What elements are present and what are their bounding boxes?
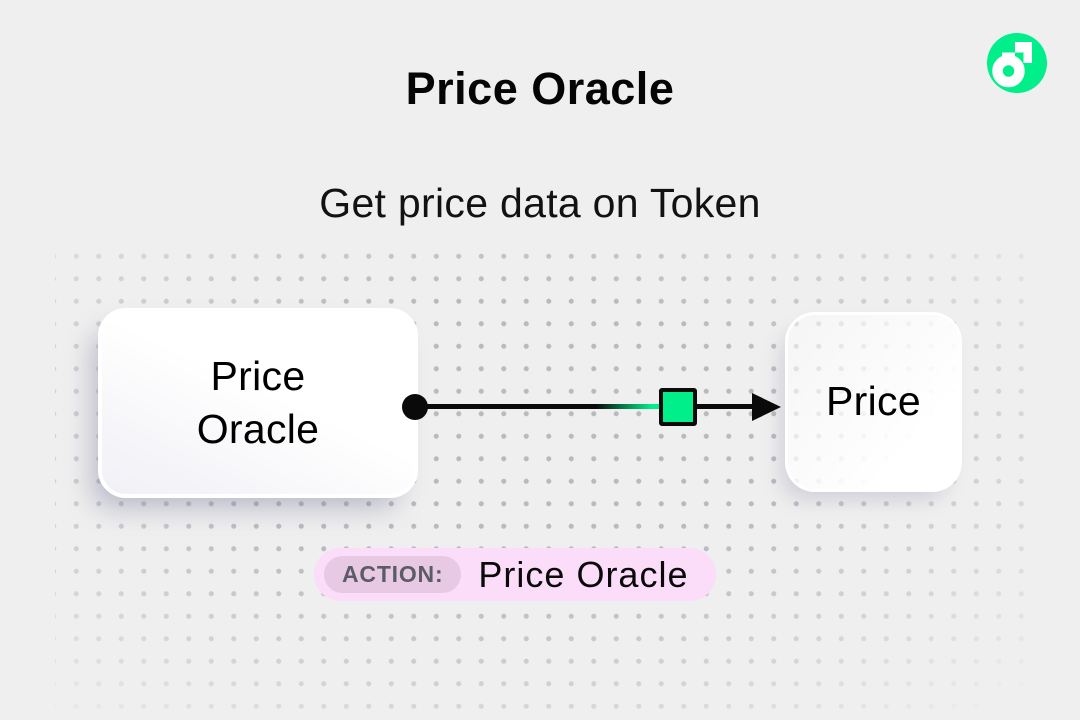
target-node: Price xyxy=(785,312,962,492)
connector-line xyxy=(415,404,760,409)
connector-line-green-fade xyxy=(596,404,662,409)
page-title: Price Oracle xyxy=(405,63,675,114)
action-badge-label: ACTION: xyxy=(324,556,462,593)
action-badge: ACTION: Price Oracle xyxy=(314,548,717,601)
page-subtitle: Get price data on Token xyxy=(319,180,761,226)
connector-arrowhead-icon xyxy=(752,393,781,421)
source-node: Price Oracle xyxy=(98,308,418,498)
action-badge-value: Price Oracle xyxy=(478,553,689,595)
flow-logo-icon xyxy=(987,33,1047,93)
connector-square-marker xyxy=(659,388,697,426)
target-node-label: Price xyxy=(826,378,921,425)
source-node-label: Price Oracle xyxy=(196,352,320,452)
